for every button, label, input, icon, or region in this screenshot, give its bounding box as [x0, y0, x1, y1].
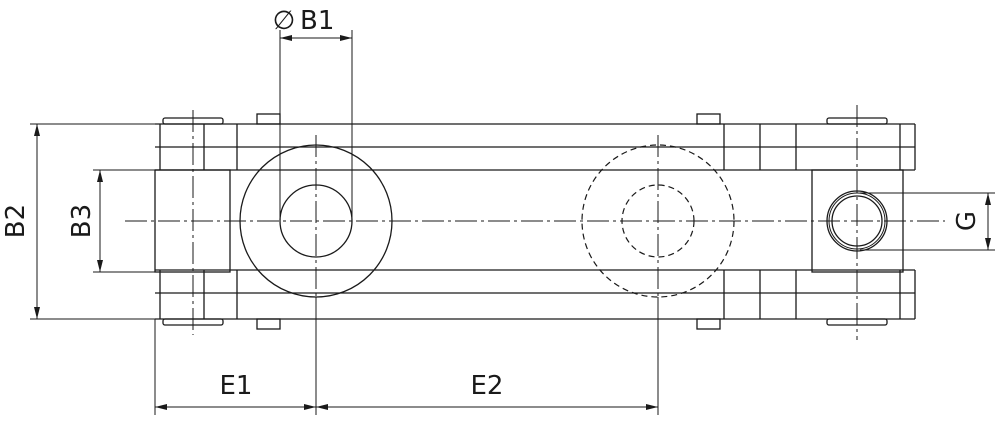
dim-e2-label: E2	[471, 371, 504, 401]
extension-lines	[30, 30, 995, 415]
dim-b1-label: B1	[300, 6, 334, 36]
side-plates	[155, 123, 916, 320]
dim-b3-label: B3	[67, 204, 97, 238]
dim-g-label: G	[952, 211, 982, 231]
center-lines	[125, 105, 945, 340]
dimension-lines	[34, 35, 991, 410]
dim-b1-symbol: ∅	[273, 6, 296, 36]
dim-e1-label: E1	[220, 371, 253, 401]
dim-b2-label: B2	[1, 204, 31, 238]
